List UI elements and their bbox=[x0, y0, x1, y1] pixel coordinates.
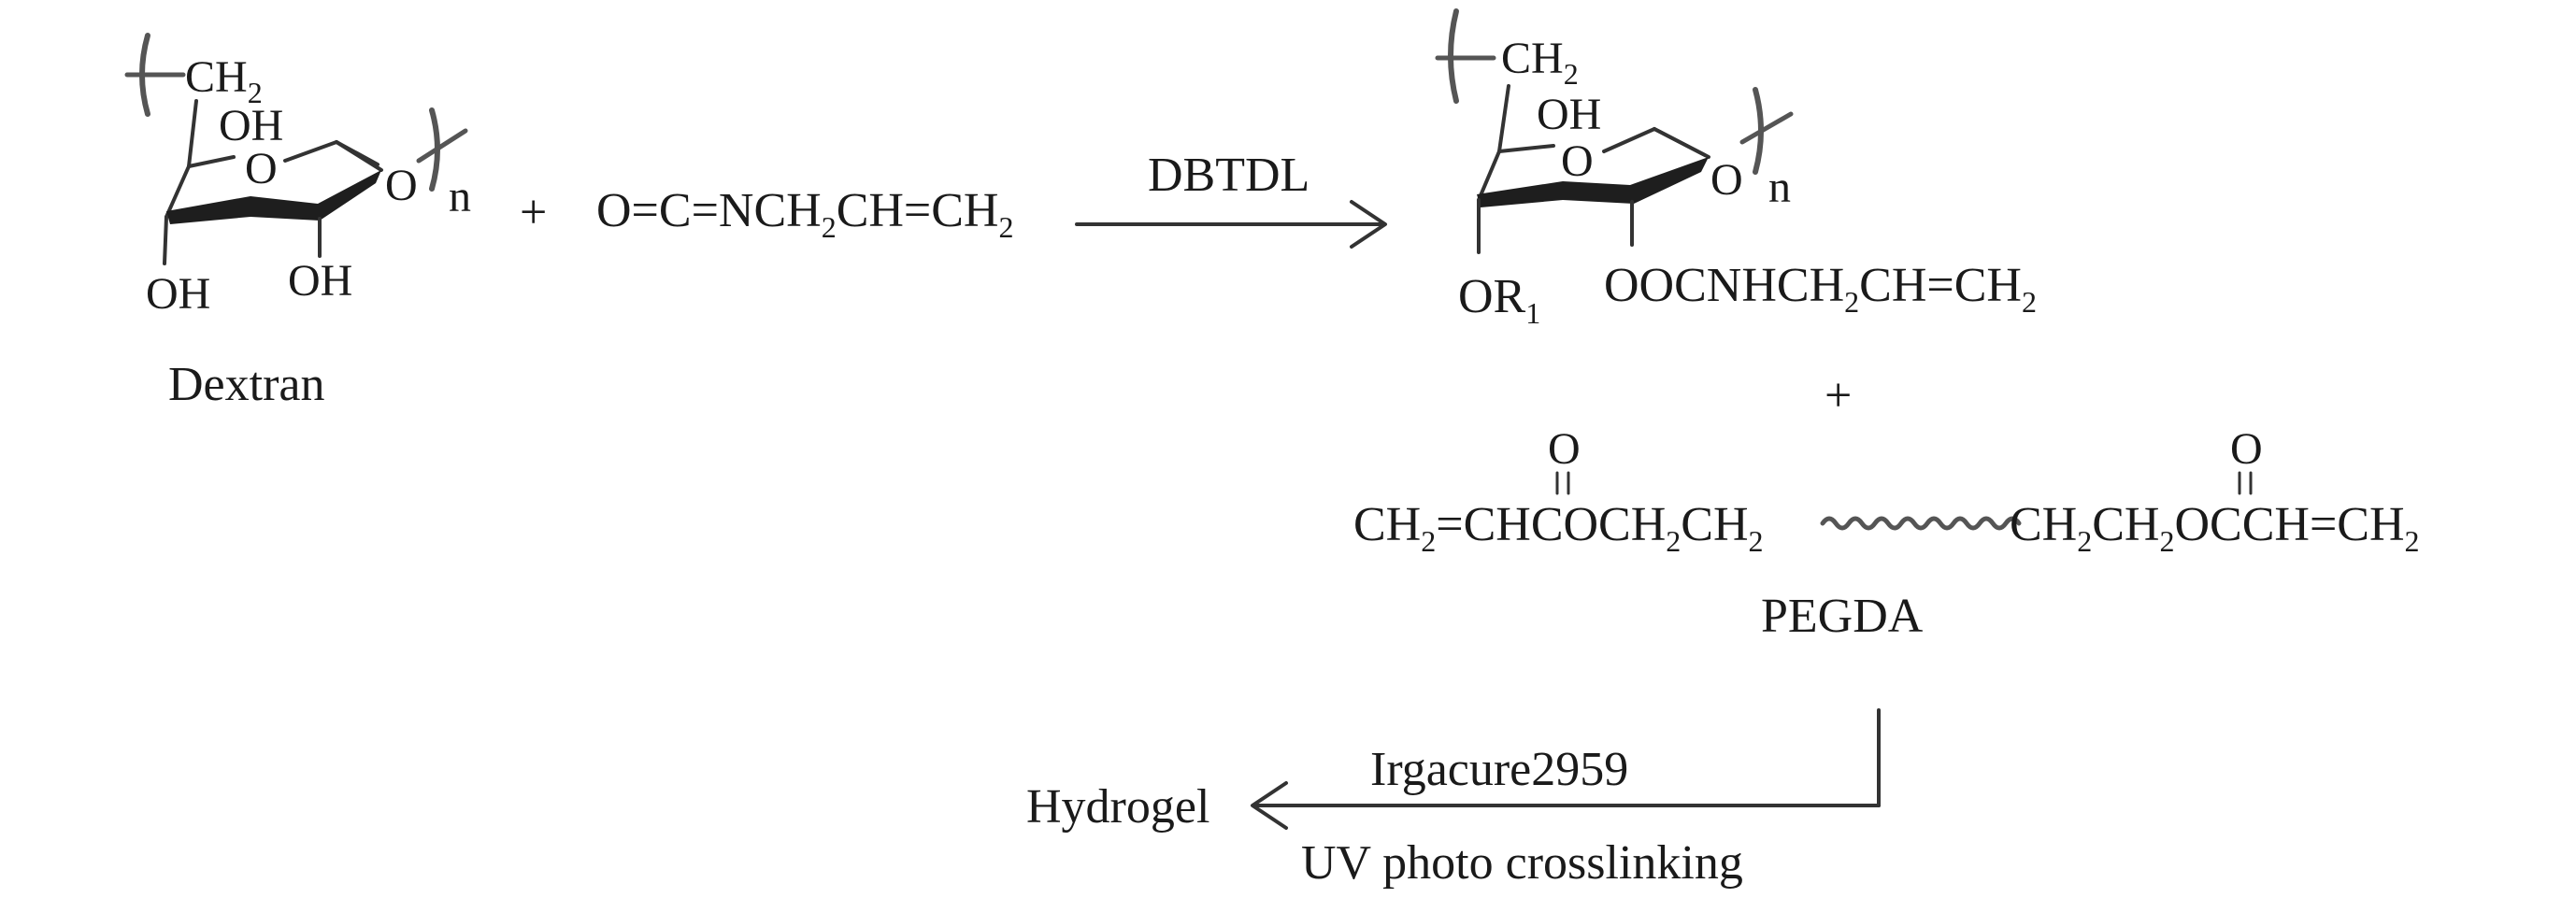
reaction-arrow-2-head bbox=[1251, 781, 1288, 830]
product-c6-bond bbox=[1497, 84, 1510, 153]
product-link-oxygen: O bbox=[1710, 155, 1743, 205]
reaction-arrow-1-head bbox=[1350, 200, 1387, 249]
dextran-ch2-label: CH2 bbox=[185, 52, 263, 109]
plus-sign-2: + bbox=[1825, 369, 1852, 422]
pegda-right-formula: CH2CH2OCCH=CH2 bbox=[2010, 498, 2420, 558]
allyl-isocyanate-formula: O=C=NCH2CH=CH2 bbox=[596, 184, 1014, 244]
dextran-c6-bond bbox=[187, 99, 198, 168]
dextran-oh-left-bond bbox=[163, 215, 168, 265]
dextran-oh-right: OH bbox=[288, 256, 352, 306]
plus-sign-1: + bbox=[520, 186, 547, 239]
pegda-structure: O CH2=CHCOCH2CH2 O CH2CH2OCCH=CH2 bbox=[1353, 424, 2420, 558]
product-link-bond bbox=[1653, 127, 1707, 157]
dextran-oh-left: OH bbox=[146, 269, 210, 319]
pegda-name: PEGDA bbox=[1761, 590, 1924, 643]
product-ring-oxygen: O bbox=[1561, 136, 1594, 186]
initiator-label: Irgacure2959 bbox=[1370, 743, 1628, 796]
dextran-ring-back-left bbox=[187, 155, 236, 168]
hydrogel-label: Hydrogel bbox=[1026, 780, 1209, 834]
product-ring-back-left bbox=[1497, 144, 1555, 153]
product-oh-top: OH bbox=[1537, 90, 1601, 139]
product-ch2-label: CH2 bbox=[1501, 34, 1579, 91]
product-or1-label: OR1 bbox=[1458, 270, 1540, 330]
product-urethane-chain: OOCNHCH2CH=CH2 bbox=[1604, 259, 2037, 319]
pegda-left-formula: CH2=CHCOCH2CH2 bbox=[1353, 498, 1764, 558]
dextran-tail bbox=[416, 128, 468, 164]
dextran-oh-top: OH bbox=[219, 101, 283, 150]
pegda-left-carbonyl-o: O bbox=[1548, 424, 1581, 474]
product-repeat-n: n bbox=[1768, 163, 1791, 212]
dextran-ring-oxygen: O bbox=[245, 144, 278, 193]
dextran-ring-left bbox=[165, 164, 191, 219]
pegda-peg-chain-wave bbox=[1820, 516, 2022, 531]
dextran-link-bond bbox=[335, 140, 379, 166]
uv-condition-label: UV photo crosslinking bbox=[1301, 836, 1743, 890]
product-tail bbox=[1739, 111, 1794, 145]
modified-dextran-structure: CH2 OH O O n bbox=[1435, 8, 1794, 254]
product-ring-front bbox=[1477, 157, 1709, 207]
product-ring-back-right bbox=[1602, 127, 1656, 153]
dextran-name: Dextran bbox=[168, 358, 324, 411]
dextran-repeat-n: n bbox=[449, 172, 471, 221]
catalyst-label: DBTDL bbox=[1148, 149, 1309, 202]
dextran-structure: CH2 OH O O n OH OH bbox=[124, 33, 471, 319]
pegda-right-carbonyl-o: O bbox=[2230, 424, 2263, 474]
dextran-ring-back-right bbox=[283, 140, 338, 163]
dextran-link-oxygen: O bbox=[385, 161, 418, 210]
dextran-ring-front bbox=[166, 170, 381, 224]
product-ring-left bbox=[1477, 150, 1501, 202]
